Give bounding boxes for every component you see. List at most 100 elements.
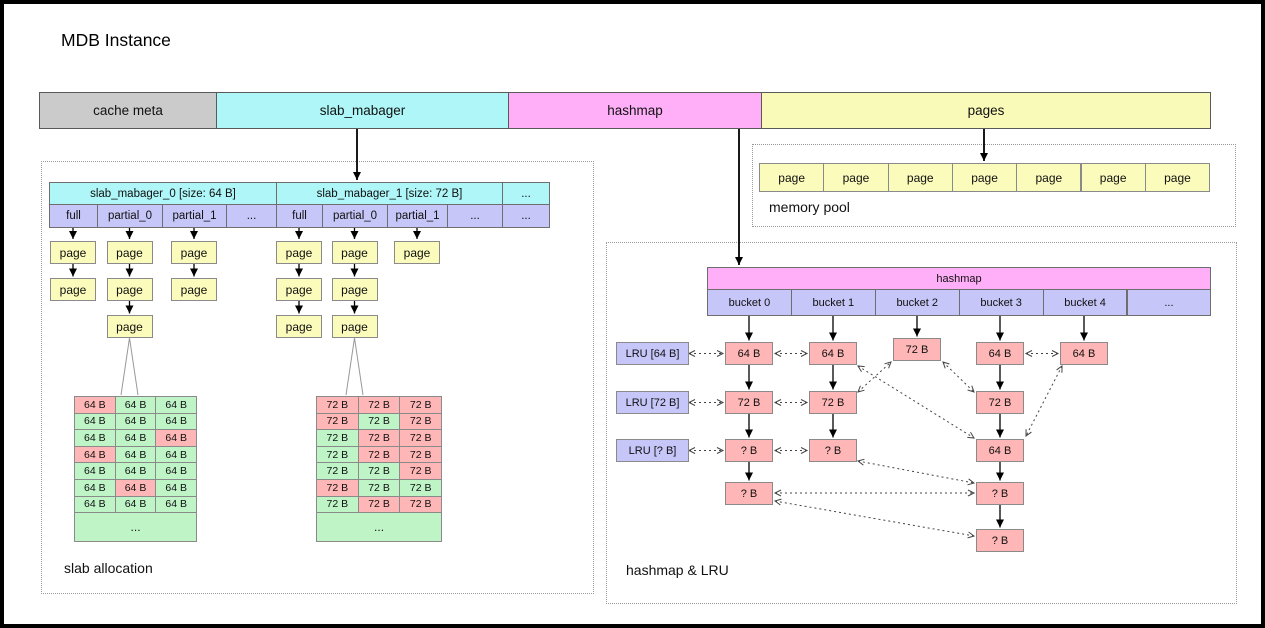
pool-page-cell: page <box>1144 163 1211 192</box>
slab-chunk-cell: 64 B <box>74 445 116 464</box>
slab-list-cell: partial_1 <box>387 204 448 228</box>
slab-chunk-cell: 72 B <box>357 462 401 480</box>
slab-manager-1-header: slab_mabager_1 [size: 72 B] <box>276 182 503 205</box>
slab-chunk-cell: 64 B <box>114 462 157 480</box>
slab-chunk-cell: 64 B <box>114 412 157 431</box>
slab-chunk-cell: 72 B <box>357 495 401 514</box>
slab-chunk-ellipsis: ... <box>74 512 198 543</box>
slab-chunk-cell: 72 B <box>316 495 359 514</box>
bar-segment-slab-mabager: slab_mabager <box>216 92 509 129</box>
slab-chunk-cell: 64 B <box>155 396 198 414</box>
slab-list-cell: partial_0 <box>322 204 388 228</box>
bucket-cell: bucket 3 <box>958 289 1044 316</box>
pool-page-cell: page <box>823 163 889 192</box>
hashmap-lru-caption: hashmap & LRU <box>626 562 729 578</box>
lru-head-label: LRU [72 B] <box>616 391 689 414</box>
page-box: page <box>276 278 322 301</box>
slab-chunk-cell: 72 B <box>399 396 443 414</box>
hashmap-bar: hashmap <box>707 267 1211 290</box>
lru-node: ? B <box>976 482 1024 505</box>
slab-allocation-caption: slab allocation <box>64 560 153 576</box>
lru-node: 72 B <box>893 338 941 361</box>
slab-allocation-box <box>41 161 594 594</box>
lru-node: ? B <box>809 439 857 462</box>
slab-list-cell: partial_1 <box>162 204 227 228</box>
slab-chunk-cell: 72 B <box>316 462 359 480</box>
lru-node: ? B <box>725 482 773 505</box>
lru-node: 64 B <box>809 342 857 365</box>
pool-page-cell: page <box>759 163 825 192</box>
slab-chunk-cell: 72 B <box>316 396 359 414</box>
slab-chunk-cell: 64 B <box>114 429 157 447</box>
page-box: page <box>171 278 217 301</box>
slab-list-ellipsis-cell: ... <box>502 204 550 228</box>
page-box: page <box>106 241 153 264</box>
lru-node: 72 B <box>976 391 1024 414</box>
slab-chunk-cell: 64 B <box>74 396 116 414</box>
page-box: page <box>171 241 217 264</box>
slab-chunk-cell: 72 B <box>357 396 401 414</box>
slab-chunk-ellipsis: ... <box>316 512 443 543</box>
memory-pool-caption: memory pool <box>769 199 850 215</box>
slab-chunk-cell: 72 B <box>357 445 401 464</box>
pool-page-cell: page <box>951 163 1018 192</box>
slab-chunk-cell: 64 B <box>114 495 157 514</box>
bucket-cell: bucket 1 <box>790 289 876 316</box>
hashmap-lru-box <box>606 242 1237 604</box>
slab-chunk-cell: 64 B <box>155 445 198 464</box>
lru-node: 72 B <box>725 391 773 414</box>
pool-page-cell: page <box>1016 163 1082 192</box>
bar-segment-hashmap: hashmap <box>508 92 762 129</box>
slab-chunk-cell: 64 B <box>114 396 157 414</box>
lru-node: ? B <box>976 529 1024 552</box>
page-box: page <box>331 315 378 338</box>
lru-node: 72 B <box>809 391 857 414</box>
bucket-cell: bucket 0 <box>707 289 792 316</box>
lru-node: 64 B <box>976 342 1024 365</box>
slab-chunk-cell: 64 B <box>155 462 198 480</box>
slab-chunk-cell: 64 B <box>74 479 116 497</box>
lru-node: 64 B <box>976 439 1024 462</box>
slab-chunk-cell: 64 B <box>74 495 116 514</box>
slab-manager-0-header: slab_mabager_0 [size: 64 B] <box>49 182 277 205</box>
slab-chunk-cell: 72 B <box>316 445 359 464</box>
pool-page-cell: page <box>1080 163 1146 192</box>
slab-chunk-cell: 72 B <box>399 479 443 497</box>
slab-list-cell: ... <box>447 204 503 228</box>
slab-chunk-cell: 72 B <box>399 495 443 514</box>
slab-chunk-cell: 72 B <box>399 462 443 480</box>
memory-pool-box <box>752 144 1236 227</box>
lru-node: ? B <box>725 439 773 462</box>
slab-chunk-cell: 64 B <box>74 462 116 480</box>
slab-chunk-cell: 64 B <box>114 479 157 497</box>
slab-chunk-cell: 72 B <box>399 445 443 464</box>
slab-chunk-cell: 64 B <box>155 429 198 447</box>
slab-chunk-cell: 64 B <box>155 412 198 431</box>
lru-head-label: LRU [? B] <box>616 439 689 462</box>
bucket-cell: bucket 4 <box>1042 289 1128 316</box>
slab-chunk-cell: 64 B <box>155 479 198 497</box>
page-box: page <box>331 278 378 301</box>
page-title: MDB Instance <box>61 30 171 50</box>
slab-chunk-cell: 72 B <box>357 412 401 431</box>
bucket-cell: ... <box>1126 289 1212 316</box>
page-box: page <box>394 241 440 264</box>
page-box: page <box>276 241 322 264</box>
slab-list-cell: full <box>276 204 323 228</box>
lru-node: 64 B <box>725 342 773 365</box>
lru-node: 64 B <box>1060 342 1108 365</box>
slab-chunk-cell: 72 B <box>316 412 359 431</box>
page-box: page <box>50 278 96 301</box>
slab-manager-ellipsis: ... <box>502 182 550 205</box>
bucket-cell: bucket 2 <box>874 289 960 316</box>
slab-chunk-cell: 72 B <box>316 479 359 497</box>
page-box: page <box>50 241 96 264</box>
slab-chunk-cell: 72 B <box>357 479 401 497</box>
page-box: page <box>106 278 153 301</box>
slab-list-cell: ... <box>226 204 277 228</box>
bar-segment-cache-meta: cache meta <box>39 92 217 129</box>
slab-chunk-cell: 64 B <box>74 412 116 431</box>
slab-chunk-cell: 64 B <box>155 495 198 514</box>
pool-page-cell: page <box>887 163 953 192</box>
